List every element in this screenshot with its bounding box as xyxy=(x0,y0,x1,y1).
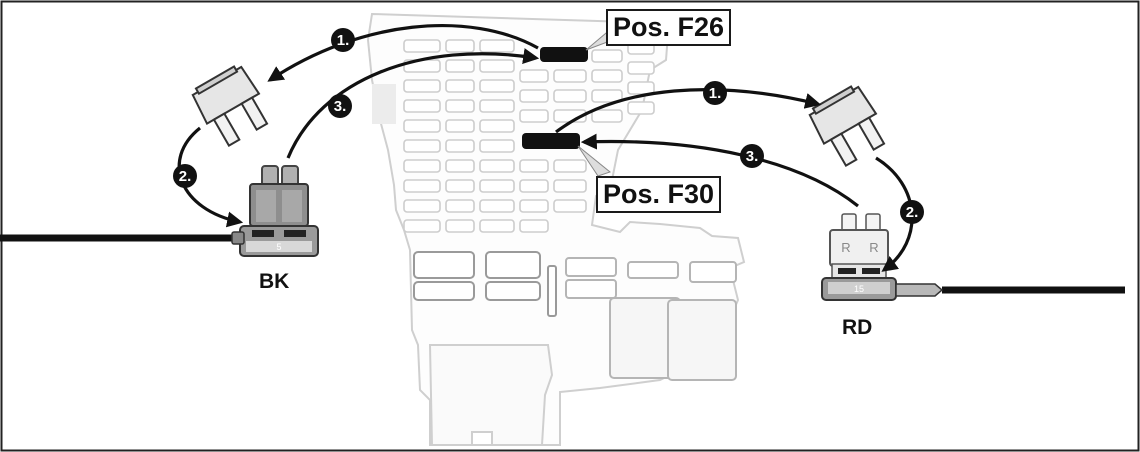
fuse-slot xyxy=(519,109,549,123)
slot-f26-marker xyxy=(540,47,588,62)
left-fuse-tap: 5 xyxy=(231,165,319,257)
fuse-slot xyxy=(403,219,441,233)
fuse-slot xyxy=(519,89,549,103)
left-removed-fuse xyxy=(191,65,269,148)
fuse-slot xyxy=(479,99,515,113)
fuse-slot xyxy=(519,199,549,213)
fuse-slot xyxy=(591,89,623,103)
fuse-slot xyxy=(591,69,623,83)
fuse-box-shade xyxy=(372,84,396,124)
fuse-slot xyxy=(591,109,623,123)
fuse-slot xyxy=(403,199,441,213)
right-fuse-rating: 15 xyxy=(854,284,864,294)
fuse-slot xyxy=(519,219,549,233)
fuse-slot xyxy=(445,179,475,193)
badge-right-2: 2. xyxy=(906,204,919,221)
right-fuse-mark-2: R xyxy=(869,240,878,255)
fuse-slot xyxy=(403,39,441,53)
fuse-slot xyxy=(519,69,549,83)
right-fuse-mark-1: R xyxy=(841,240,850,255)
badge-right-3: 3. xyxy=(746,148,759,165)
fuse-slot xyxy=(445,39,475,53)
position-label-f30: Pos. F30 xyxy=(596,176,722,213)
fuse-slot xyxy=(479,179,515,193)
fuse-slot xyxy=(479,79,515,93)
fuse-slot xyxy=(479,219,515,233)
fuse-slot xyxy=(553,69,587,83)
fuse-slot xyxy=(445,59,475,73)
fuse-slot xyxy=(627,101,655,115)
arrow-left-1 xyxy=(267,23,539,82)
callout-f30 xyxy=(577,145,612,177)
fuse-slot xyxy=(445,79,475,93)
arrow-left-3 xyxy=(286,48,540,159)
fuse-slot xyxy=(445,199,475,213)
fuse-slot xyxy=(403,99,441,113)
fuse-slot-grid xyxy=(372,39,655,233)
badge-right-1: 1. xyxy=(709,85,722,102)
fuse-slot xyxy=(445,219,475,233)
right-removed-fuse xyxy=(808,85,886,168)
fuse-slot xyxy=(479,59,515,73)
fuse-slot xyxy=(403,159,441,173)
fuse-slot xyxy=(445,99,475,113)
fuse-slot xyxy=(479,39,515,53)
fuse-slot xyxy=(519,159,549,173)
fuse-slot xyxy=(479,139,515,153)
slot-f30-marker xyxy=(522,133,580,149)
badge-left-1: 1. xyxy=(337,32,350,49)
badge-left-3: 3. xyxy=(334,98,347,115)
wire-label-rd: RD xyxy=(842,316,873,339)
wire-label-bk: BK xyxy=(259,270,290,293)
fuse-slot xyxy=(553,199,587,213)
fuse-slot xyxy=(445,159,475,173)
fuse-slot xyxy=(479,199,515,213)
fuse-slot xyxy=(445,119,475,133)
fuse-slot xyxy=(591,49,623,63)
fuse-slot xyxy=(627,81,655,95)
badge-left-2: 2. xyxy=(179,168,192,185)
relay-block xyxy=(413,251,737,381)
fuse-slot xyxy=(553,159,587,173)
fuse-slot xyxy=(479,119,515,133)
fuse-slot xyxy=(403,139,441,153)
arrow-right-1 xyxy=(555,88,822,134)
right-fuse-tap: R R 15 xyxy=(821,213,944,301)
fuse-slot xyxy=(519,179,549,193)
fuse-slot xyxy=(403,119,441,133)
fuse-slot xyxy=(553,179,587,193)
left-fuse-rating: 5 xyxy=(276,242,281,252)
fuse-slot xyxy=(627,61,655,75)
step-badges: 1. 2. 3. 1. 2. 3. xyxy=(173,28,924,224)
position-label-f26: Pos. F26 xyxy=(606,9,732,46)
fuse-slot xyxy=(553,89,587,103)
fuse-slot xyxy=(479,159,515,173)
fuse-slot xyxy=(403,79,441,93)
fuse-slot xyxy=(403,179,441,193)
fuse-slot xyxy=(445,139,475,153)
